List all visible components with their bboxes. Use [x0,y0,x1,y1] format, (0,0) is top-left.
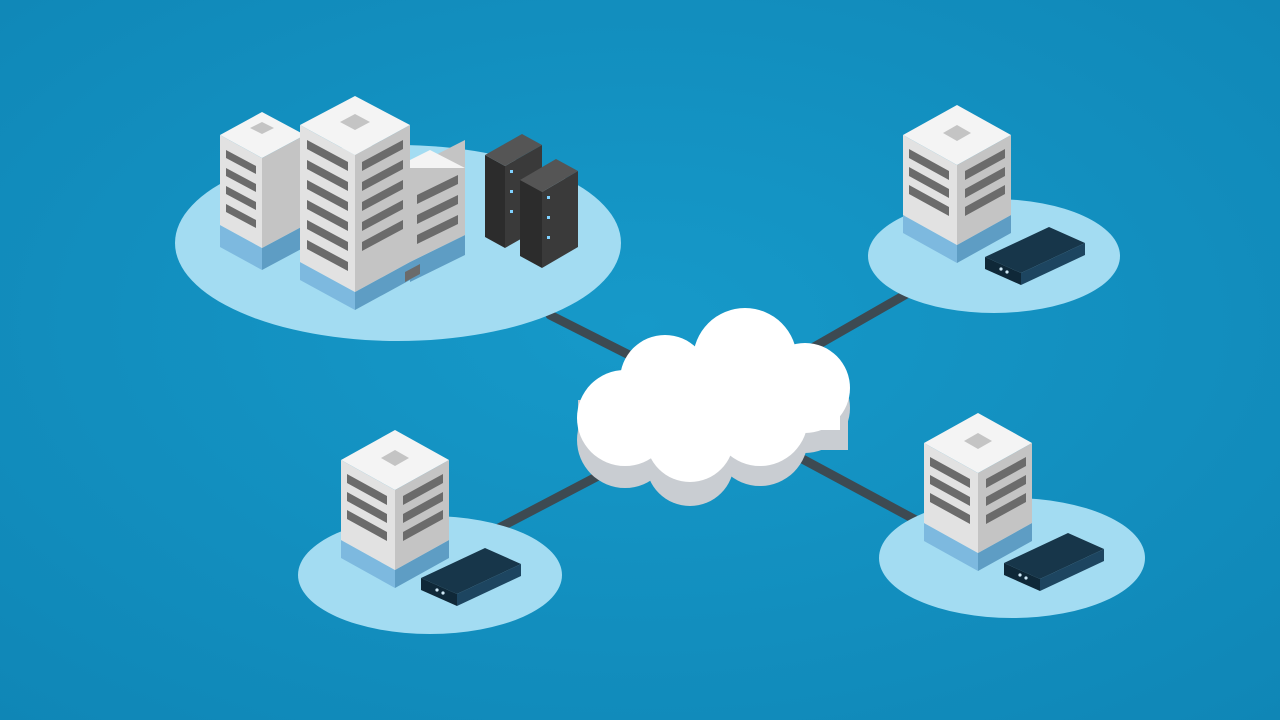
node-branch-bottom-left [341,430,521,606]
cloud-icon [577,308,850,506]
node-branch-top-right [903,105,1085,285]
node-branch-bottom-right [924,413,1104,591]
headquarters-building-icon [220,96,465,310]
link-branch-bottom-right-cloud [790,450,930,530]
router-icon [1004,533,1104,591]
branch-building-icon [341,430,449,588]
link-branch-bottom-left-cloud [490,470,605,535]
router-icon [421,548,521,606]
link-branch-top-right-cloud [795,287,915,360]
server-rack-icon [520,159,578,268]
branch-building-icon [903,105,1011,263]
branch-building-icon [924,413,1032,571]
router-icon [985,227,1085,285]
node-hq [220,96,578,310]
